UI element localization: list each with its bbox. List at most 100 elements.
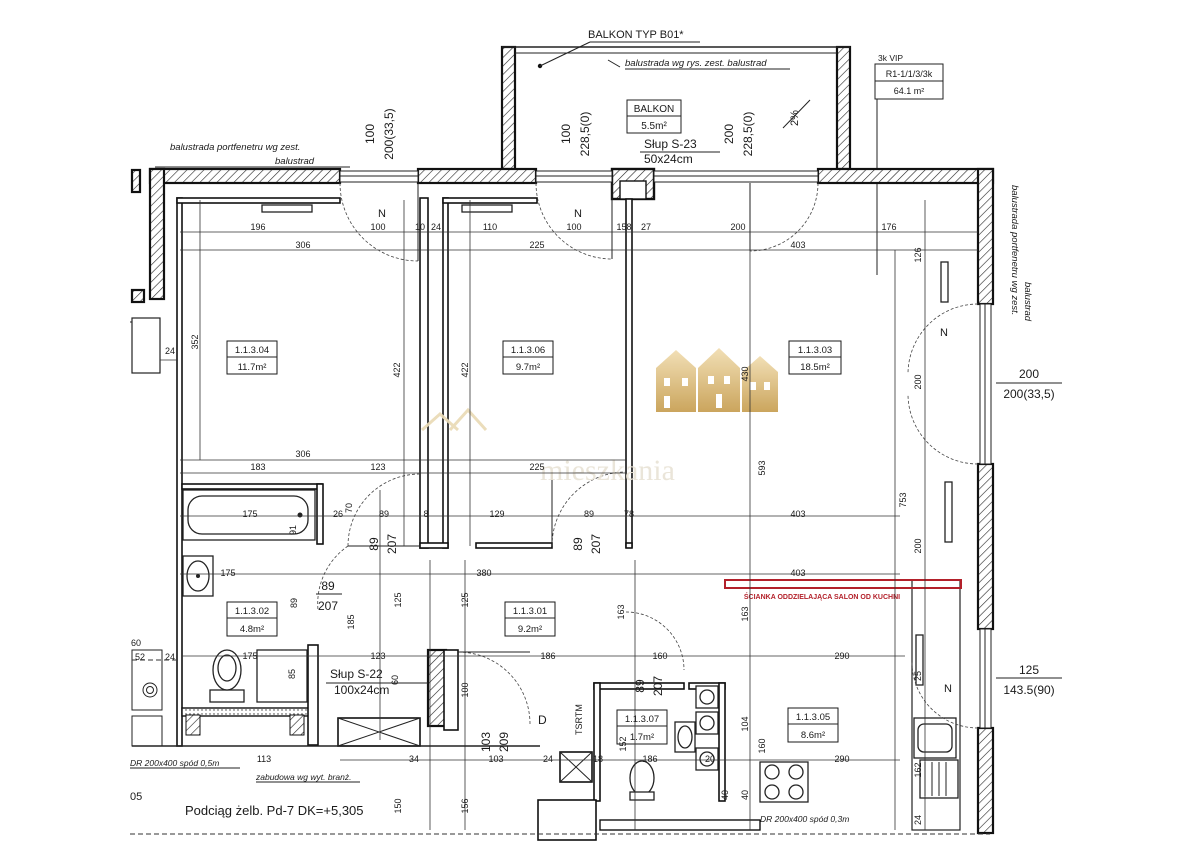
dim-200: 200	[730, 222, 745, 232]
dim-403: 403	[790, 568, 805, 578]
dim-186: 186	[642, 754, 657, 764]
dim-183: 183	[250, 462, 265, 472]
watermark-text: mieszkania	[540, 454, 675, 487]
north-mark-4: N	[944, 683, 952, 695]
room-1-1-3-01: 1.1.3.01 9.2m²	[504, 601, 556, 637]
dim-125: 125	[393, 592, 403, 607]
dim-306: 306	[295, 240, 310, 250]
radiators	[261, 204, 953, 686]
room-area: 1.7m²	[630, 732, 654, 743]
dim-352: 352	[190, 334, 200, 349]
dr-left-note: DR 200x400 spód 0,5m	[130, 758, 219, 768]
installation-shaft	[185, 714, 593, 783]
partition-label: ŚCIANKA ODDZIELAJĄCA SALON OD KUCHNI	[744, 592, 900, 601]
neighbour-left	[130, 317, 176, 747]
dim-290: 290	[834, 651, 849, 661]
dim-52: 52	[135, 652, 145, 662]
dim-110: 110	[483, 222, 497, 232]
washing-machine: 85	[256, 649, 308, 703]
cooktop	[759, 761, 809, 803]
dim-163: 163	[740, 606, 750, 621]
dim-89: 89	[584, 509, 594, 519]
door-4-width: 89	[633, 679, 647, 693]
dim-27: 27	[641, 222, 651, 232]
dim-34: 34	[409, 754, 419, 764]
dim-89: 89	[289, 598, 299, 608]
interior-walls	[176, 197, 761, 841]
dim-78: 78	[624, 509, 634, 519]
dim-200: 200	[913, 538, 923, 553]
dim-100: 100	[566, 222, 581, 232]
dim-753: 753	[898, 492, 908, 507]
window-left-height: 100	[363, 124, 377, 144]
door-3-width: 89	[321, 579, 335, 593]
room-1-1-3-04: 1.1.3.04 11.7m²	[226, 340, 278, 375]
dim-70: 70	[344, 503, 354, 513]
kitchen-counter	[911, 579, 961, 831]
room-id: 1.1.3.03	[798, 345, 832, 356]
kitchen-window-sill: 143.5(90)	[1003, 683, 1054, 697]
north-mark-3: N	[940, 327, 948, 339]
dim-25: 25	[913, 671, 923, 681]
dim-24: 24	[543, 754, 553, 764]
partition-salon-kitchen: ŚCIANKA ODDZIELAJĄCA SALON OD KUCHNI	[724, 579, 962, 601]
column-s23-size: 50x24cm	[644, 152, 693, 166]
dim-104: 104	[740, 716, 750, 731]
dim-152: 152	[618, 736, 628, 751]
beam-note: Podciąg żelb. Pd-7 DK=+5,305	[185, 803, 364, 818]
balustrade-left-note-1: balustrada portfenetru wg zest.	[170, 142, 300, 153]
room-id: 1.1.3.06	[511, 345, 545, 356]
column-s22-size: 100x24cm	[334, 683, 389, 697]
dim-24: 24	[165, 346, 175, 356]
balcony-slope: 2%	[789, 110, 801, 126]
dim-225: 225	[529, 240, 544, 250]
column-s22-label: Słup S-22	[330, 667, 383, 681]
toilet	[209, 649, 245, 703]
dr-right-note: DR 200x400 spód 0,3m	[760, 814, 849, 824]
balcony-door-left-height: 100	[559, 124, 573, 144]
dim-158: 158	[616, 222, 631, 232]
dim-162: 162	[913, 762, 923, 777]
window-right-height: 200	[1019, 367, 1039, 381]
dim-175: 175	[220, 568, 235, 578]
room-id: 1.1.3.05	[796, 712, 830, 723]
dim-156: 156	[460, 798, 470, 813]
door-1-height: 207	[385, 534, 399, 554]
room-1-1-3-07: 1.1.3.07 1.7m²	[616, 709, 668, 745]
small-wc	[629, 721, 696, 801]
room-id: 1.1.3.04	[235, 345, 269, 356]
dim-18: 18	[593, 754, 603, 764]
balcony-room-name: BALKON	[634, 104, 675, 115]
dim-422: 422	[392, 362, 402, 377]
door-5-height: 209	[497, 732, 511, 752]
dim-430: 430	[740, 366, 750, 381]
window-right-sill: 200(33,5)	[1003, 387, 1054, 401]
room-area: 18.5m²	[800, 362, 830, 373]
balcony: BALKON TYP B01* balustrada wg rys. zest.…	[500, 29, 852, 171]
chimney-label: D	[538, 713, 547, 727]
dim-163: 163	[616, 604, 626, 619]
kitchen-window-height: 125	[1019, 663, 1039, 677]
dim-160: 160	[757, 738, 767, 753]
dim-100: 100	[370, 222, 385, 232]
balustrade-right-note-1: balustrada portfenetru wg zest.	[1009, 185, 1020, 315]
dim-123: 123	[370, 651, 385, 661]
room-area: 4.8m²	[240, 624, 264, 635]
dim-24: 24	[165, 652, 175, 662]
dim-60: 60	[131, 638, 141, 648]
door-2-width: 89	[571, 537, 585, 551]
builtin-note: zabudowa wg wyt. branż.	[255, 772, 351, 782]
dimension-numbers: 196 100 10 24 110 100 158 27 200 176 306…	[131, 222, 923, 825]
watermark-logo: mieszkania	[421, 348, 778, 487]
balustrade-left-note-2: balustrad	[275, 156, 315, 167]
room-area: 9.2m²	[518, 624, 542, 635]
door-5-width: 103	[479, 732, 493, 752]
dim-60: 60	[390, 675, 400, 685]
balcony-door-left-sill: 228,5(0)	[578, 112, 592, 157]
door-1-width: 89	[367, 537, 381, 551]
dim-40: 40	[740, 790, 750, 800]
dim-129: 129	[489, 509, 504, 519]
balustrade-right-note-2: balustrad	[1022, 282, 1033, 322]
dim-85: 85	[287, 669, 297, 679]
dim-91: 91	[288, 525, 298, 535]
